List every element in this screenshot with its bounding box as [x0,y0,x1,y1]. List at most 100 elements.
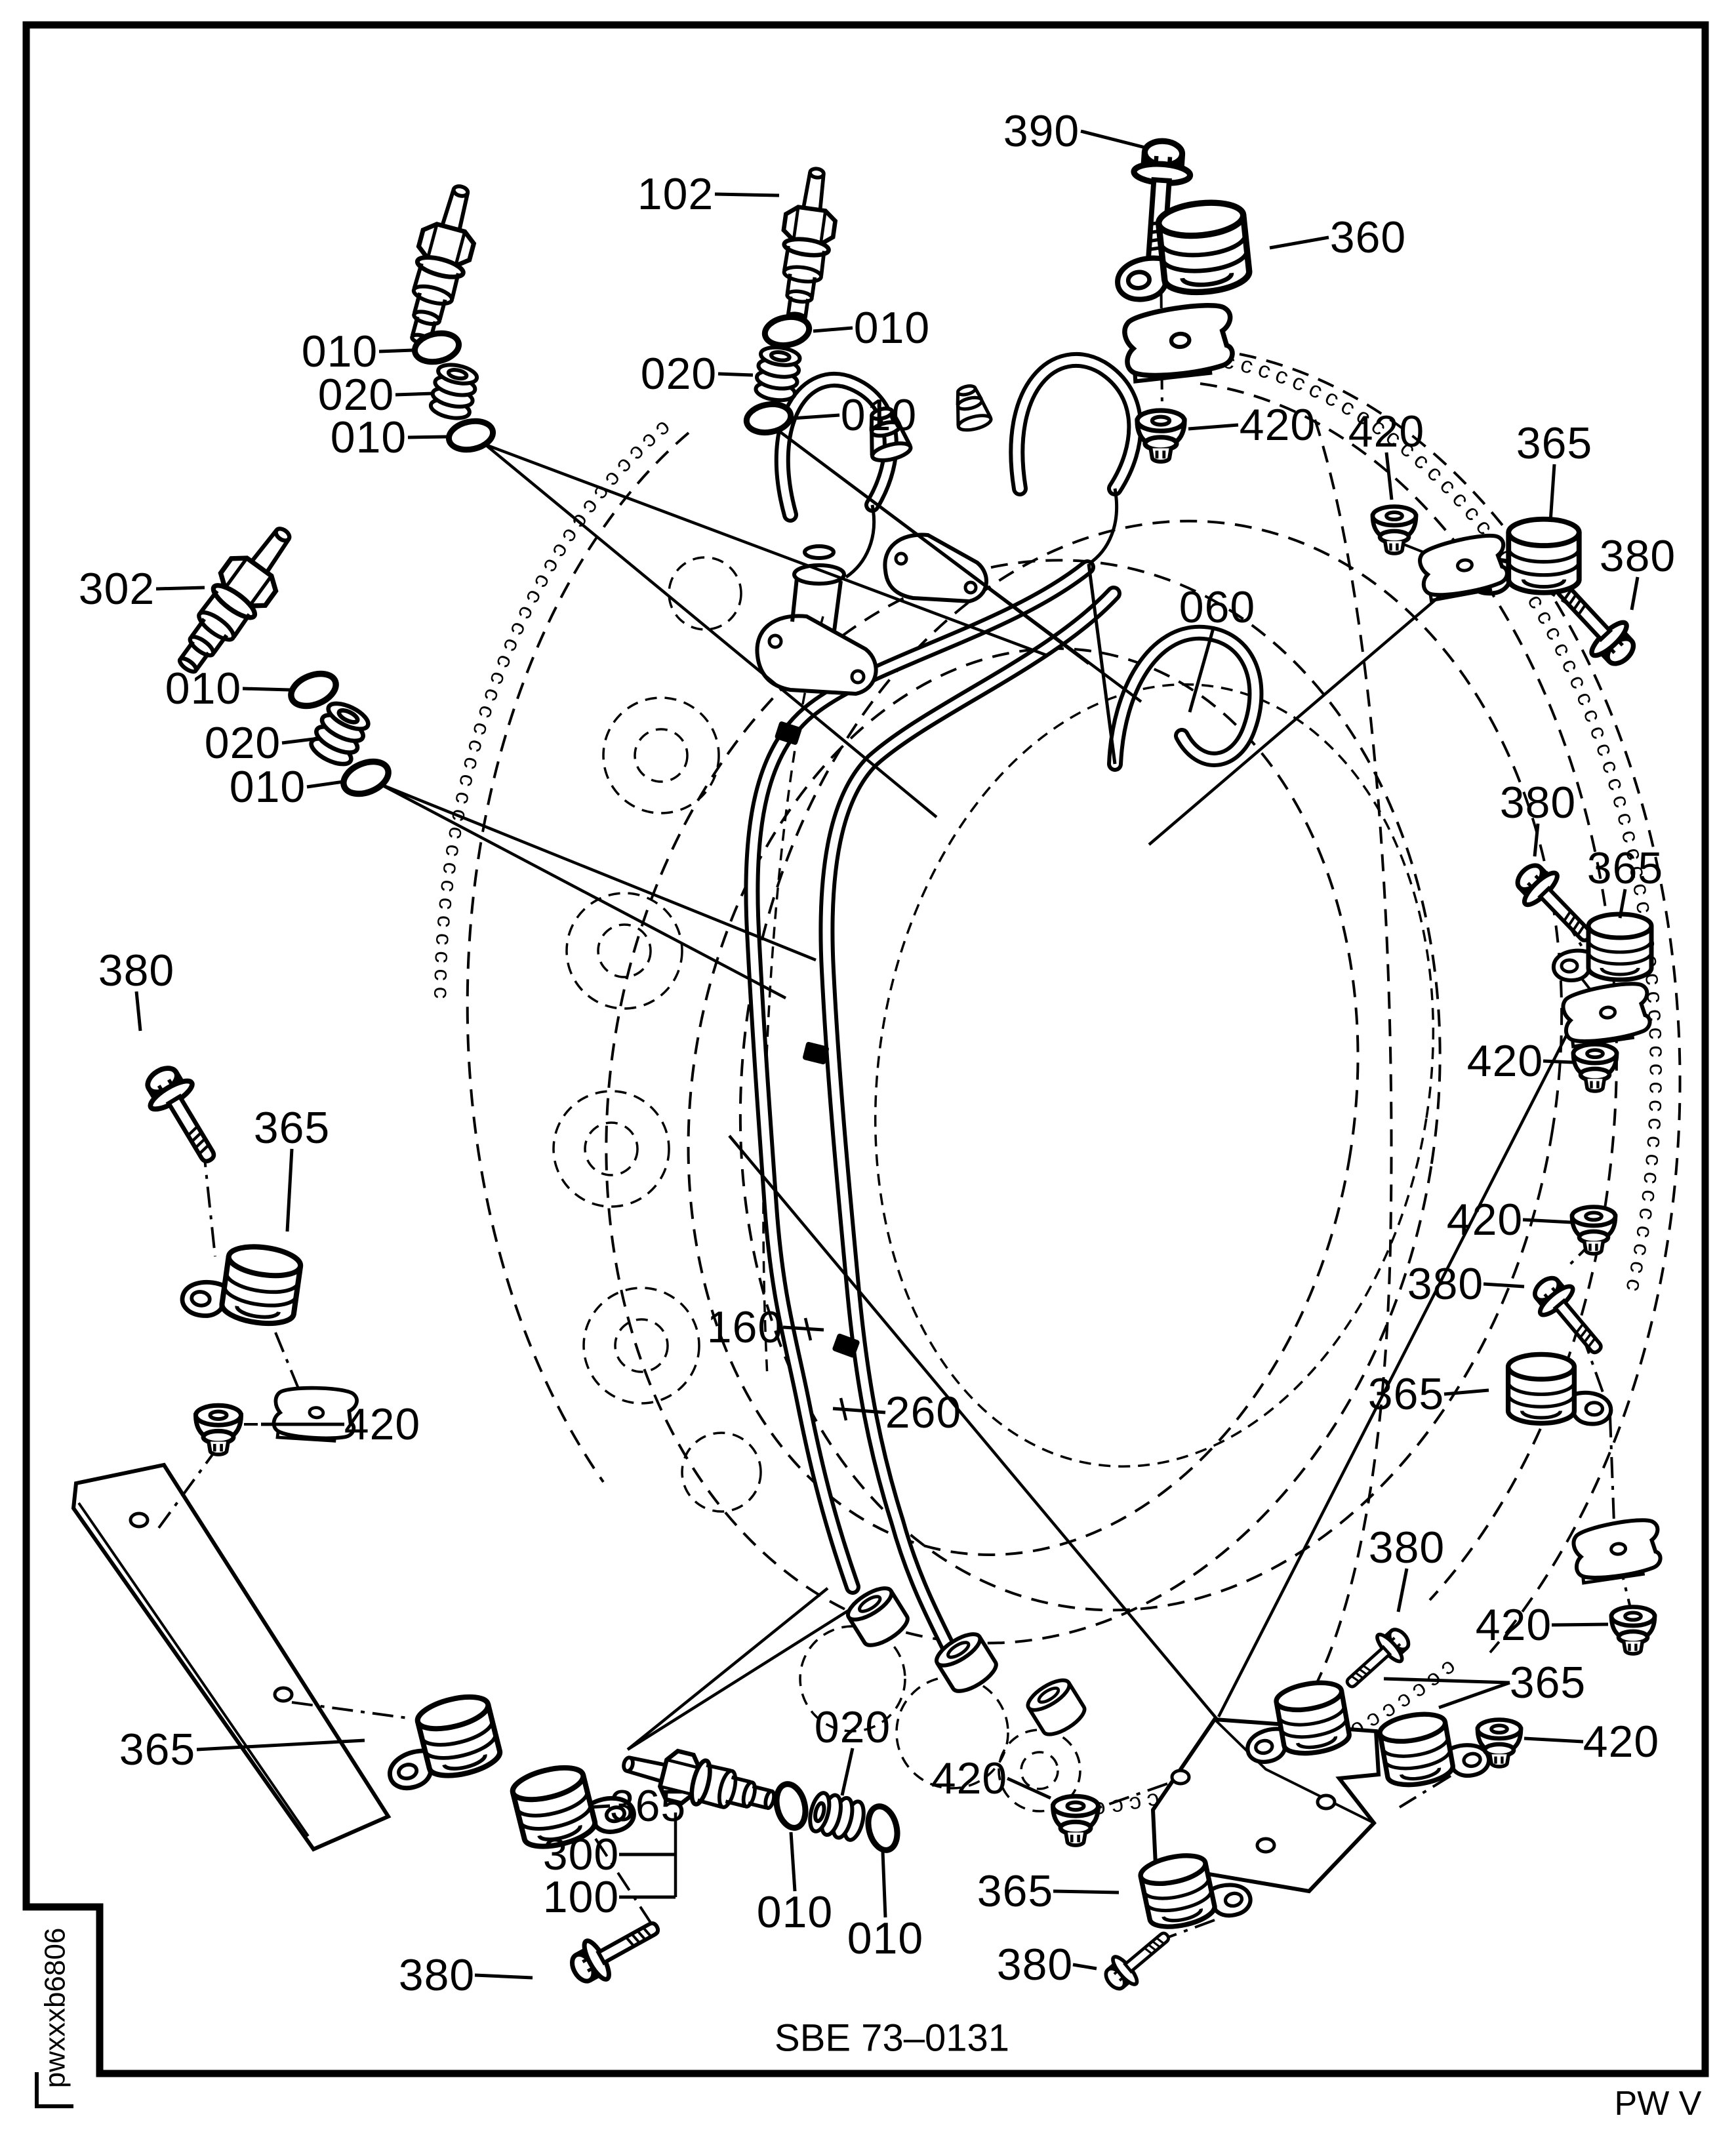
reference-line [728,1134,1219,1721]
right-bracket-plate [1150,1717,1381,1894]
callout-420-15: 420 [1348,407,1424,456]
assembly-axis [202,1146,216,1257]
callout-leader [155,586,205,591]
part-seal [307,698,373,770]
part-seal [428,361,479,421]
callout-leader [840,1748,855,1796]
assembly-axis [1609,1416,1616,1542]
part-grommet [1137,411,1184,462]
callout-leader [1630,576,1640,611]
callout-365-16: 365 [1516,418,1592,468]
callout-leader [717,372,754,377]
callout-leader [832,1407,886,1414]
part-plate [1123,304,1234,382]
callout-390-0: 390 [1003,106,1080,156]
triangle-bracket-plate [71,1462,392,1852]
part-clamp [1110,199,1251,302]
callout-leader [281,736,319,745]
part-bolt [136,1059,230,1172]
callout-leader [782,1325,824,1332]
callout-010-4: 010 [854,303,930,353]
assembly-axis [1092,1782,1168,1811]
part-clamp [180,1237,302,1329]
callout-leader [306,780,344,789]
callout-420-35: 420 [931,1753,1007,1803]
part-sensor [771,165,842,325]
figure-code: SBE 73–0131 [775,2017,1009,2060]
page-ref: PW V [1615,2085,1702,2123]
callout-leader [1006,1776,1052,1800]
callout-365-33: 365 [119,1725,195,1774]
callout-leader [1438,1681,1510,1710]
callout-020-8: 020 [318,370,394,420]
part-sensor [163,515,308,685]
doc-id-bracket [35,2072,73,2108]
callout-leader [378,348,414,353]
callout-010-7: 010 [302,327,378,376]
svg-text:cccccccccccccccccccccccccccccc: cccccccccccccccccccccccccccccccccccccccc… [1220,350,1668,1298]
callout-leader [1551,1622,1609,1627]
callout-060-14: 060 [1179,582,1255,632]
assembly-axis [157,1445,220,1529]
reference-line [380,782,817,962]
callout-leader [714,192,780,197]
callout-302-10: 302 [79,564,155,614]
callout-420-20: 420 [1467,1036,1543,1086]
callout-010-6: 010 [841,390,917,440]
callout-010-11: 010 [165,664,241,713]
part-bolt [1099,1922,1179,1997]
callout-420-23: 420 [1447,1195,1523,1245]
callout-leader [1080,129,1148,150]
callout-365-26: 365 [1368,1369,1444,1419]
callout-020-5: 020 [641,349,717,399]
callout-380-24: 380 [1407,1259,1484,1309]
callout-020-39: 020 [815,1702,891,1752]
callout-leader [134,991,142,1031]
callout-leader [1443,1388,1489,1396]
callout-010-13: 010 [230,762,306,812]
callout-365-36: 365 [977,1866,1053,1916]
callout-leader [1188,628,1215,713]
part-clamp [376,1691,504,1792]
callout-260-28: 260 [885,1388,961,1437]
part-bolt [1525,1270,1614,1364]
reference-line [626,1607,854,1751]
reference-line [1217,1022,1575,1718]
part-clamp [1508,1354,1611,1424]
callout-leader [1384,452,1394,500]
part-sensor [395,180,487,350]
callout-420-30: 420 [1476,1600,1552,1650]
reference-line [485,443,1049,658]
assembly-axis [274,1332,307,1407]
callout-010-9: 010 [331,412,407,462]
reference-line [1148,592,1444,846]
part-seal [807,1790,868,1843]
callout-leader [1188,423,1239,431]
reference-line [379,783,787,999]
callout-leader [1522,1218,1572,1224]
callout-420-32: 420 [1583,1717,1659,1767]
callout-380-42: 380 [399,1950,475,2000]
callout-leader [1483,1282,1525,1289]
part-grommet [1573,1045,1617,1092]
callout-010-40: 010 [757,1887,833,1937]
callout-leader [1533,823,1540,857]
callout-420-2: 420 [1240,400,1316,450]
part-oring [864,1803,901,1853]
part-oring [763,313,811,348]
callout-380-21: 380 [98,946,174,995]
callout-leader [1396,1568,1409,1612]
callout-300-37: 300 [543,1830,619,1879]
reference-line [484,443,938,818]
callout-365-19: 365 [1587,843,1663,893]
callout-leader [813,326,853,333]
callout-leader [789,1832,797,1892]
assembly-axis [1398,1774,1452,1809]
callout-leader [1524,1736,1584,1744]
callout-102-3: 102 [637,169,714,219]
doc-id: pwxxxb6806 [39,1928,71,2089]
callout-010-41: 010 [847,1913,923,1963]
